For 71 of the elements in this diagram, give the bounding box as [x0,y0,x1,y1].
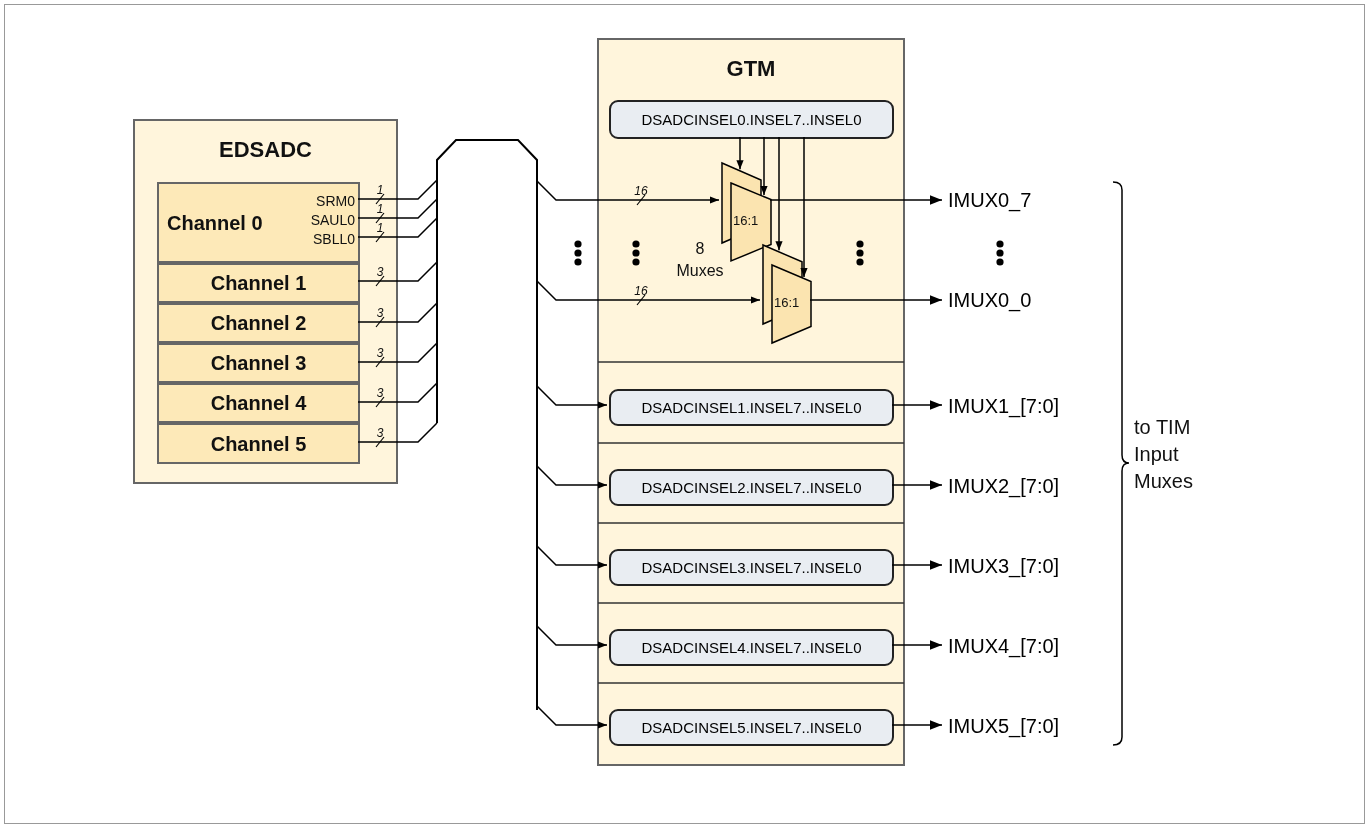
arrow [891,720,943,730]
annotation-text: 8 Muxes [675,239,725,281]
module-title: EDSADC [218,137,313,163]
signal-name: SBLL0 [312,231,355,247]
register-box: DSADCINSEL2.INSEL7..INSEL0 [609,469,894,506]
edge-label: 3 [375,265,385,279]
edge-label: 1 [375,183,385,197]
register-box: DSADCINSEL5.INSEL7..INSEL0 [609,709,894,746]
output-signal-name: IMUX0_0 [948,286,1068,314]
edge-label: 1 [375,221,385,235]
output-signal-name: IMUX5_[7:0] [948,711,1108,741]
arrow [536,625,608,649]
channel-block [157,182,360,263]
arrow [775,136,783,251]
connector-line [357,179,438,200]
arrow [536,705,608,729]
edge-label: 16 [633,284,649,298]
channel-name: Channel 0 [167,211,263,235]
arrow [536,180,720,204]
signal-bus [437,140,537,710]
connector-line [357,302,438,323]
connector-line [357,261,438,282]
connector-line [357,342,438,363]
module-title: GTM [725,56,777,82]
arrow [536,465,608,489]
module-block [133,119,398,484]
channel-block [157,423,360,464]
register-box: DSADCINSEL3.INSEL7..INSEL0 [609,549,894,586]
edge-label: 16 [633,184,649,198]
output-signal-name: IMUX3_[7:0] [948,551,1108,581]
connector-line [357,198,438,219]
arrow [536,545,608,569]
arrow [891,640,943,650]
arrow [769,195,943,205]
signal-name: SRM0 [316,193,355,209]
channel-block [157,263,360,303]
arrow [536,280,761,304]
output-signal-name: IMUX0_7 [948,186,1068,214]
arrow [891,560,943,570]
edge-label: 3 [375,346,385,360]
signal-name: SAUL0 [310,212,355,228]
channel-name: Channel 3 [209,352,308,375]
register-box: DSADCINSEL1.INSEL7..INSEL0 [609,389,894,426]
connector-line [357,422,438,443]
channel-name: Channel 1 [209,272,308,295]
arrow [800,136,808,278]
edge-label: 3 [375,426,385,440]
edge-label: 3 [375,306,385,320]
register-box: DSADCINSEL4.INSEL7..INSEL0 [609,629,894,666]
arrow [891,480,943,490]
channel-name: Channel 4 [209,392,308,415]
arrow [891,400,943,410]
channel-block [157,383,360,423]
arrow [760,136,768,196]
connector-line [357,217,438,238]
channel-name: Channel 2 [209,312,308,335]
arrow [736,136,744,170]
output-signal-name: IMUX2_[7:0] [948,471,1108,501]
register-box: DSADCINSEL0.INSEL7..INSEL0 [609,100,894,139]
channel-name: Channel 5 [209,432,308,456]
edge-label: 1 [375,202,385,216]
annotation-text: to TIM Input Muxes [1134,415,1194,494]
connector-line [357,382,438,403]
arrow [536,385,608,409]
arrow [809,295,943,305]
channel-block [157,343,360,383]
output-signal-name: IMUX4_[7:0] [948,631,1108,661]
channel-block [157,303,360,343]
edge-label: 3 [375,386,385,400]
module-block [597,38,905,766]
output-signal-name: IMUX1_[7:0] [948,391,1108,421]
